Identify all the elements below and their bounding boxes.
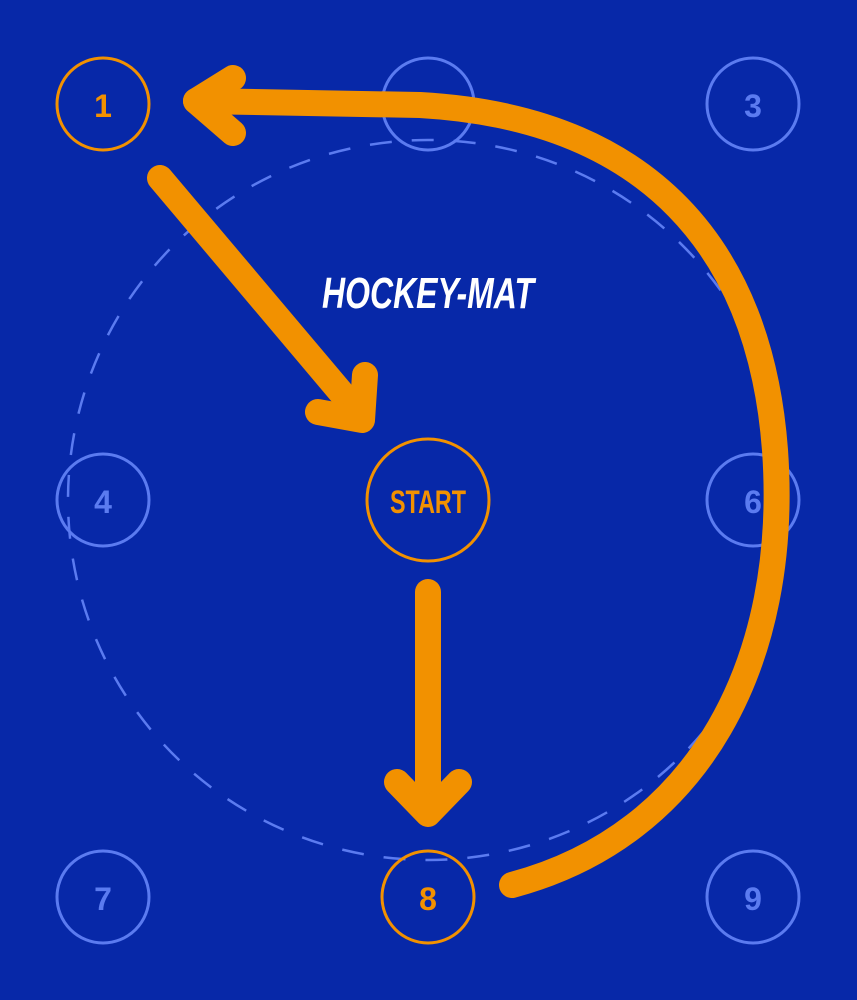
arrowhead-1-to-start [305,362,378,433]
position-8: 8 [380,849,476,945]
position-circle [380,849,476,945]
arrow-1-to-start [147,165,373,428]
arrow-8-to-1 [183,88,790,898]
position-7: 7 [55,849,151,945]
position-circle [365,437,491,563]
position-circle [55,849,151,945]
position-circle [55,452,151,548]
arrowhead-start-to-8 [384,769,472,827]
position-label: 8 [419,881,437,917]
position-label: 1 [94,88,112,124]
position-label: START [390,484,466,520]
position-6: 6 [705,452,801,548]
position-9: 9 [705,849,801,945]
position-circle [705,452,801,548]
position-start: START [365,437,491,563]
position-circle [55,56,151,152]
position-circle [705,849,801,945]
position-label: 9 [744,881,762,917]
position-label: 6 [744,484,762,520]
position-3: 3 [705,56,801,152]
arrowhead-8-to-1 [183,65,246,146]
position-1: 1 [55,56,151,152]
logo: HOCKEY-MAT [322,269,536,318]
position-label: 4 [94,484,112,520]
position-label: 7 [94,881,112,917]
position-4: 4 [55,452,151,548]
position-label: 3 [744,88,762,124]
position-circle [705,56,801,152]
